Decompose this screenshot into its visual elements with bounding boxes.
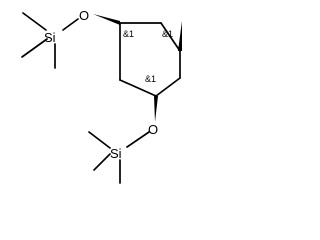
wedge-bond-c5-o — [154, 96, 158, 122]
bond-si-methyl-1 — [22, 12, 47, 31]
bond-si-methyl-2 — [21, 38, 48, 58]
silicon-label-bottom: Si — [110, 146, 122, 161]
structure-svg: O Si O Si &1 &1 &1 — [21, 8, 182, 184]
stereo-label-c5: &1 — [145, 74, 156, 84]
ring-bond-c5-c6 — [119, 79, 157, 97]
bond-o-si-top — [62, 18, 79, 31]
stereo-label-c3: &1 — [162, 29, 173, 39]
bond-si-methyl-4 — [88, 131, 111, 149]
oxygen-label-top: O — [79, 8, 89, 23]
oxygen-label-bottom: O — [148, 122, 158, 137]
wedge-bond-c3-methyl — [178, 21, 182, 51]
ring-bond-c2-c3 — [160, 22, 181, 52]
bond-o-si-bottom — [126, 131, 150, 148]
chemical-structure: O Si O Si &1 &1 &1 — [21, 8, 182, 184]
ring-bond-c4-c5 — [155, 77, 181, 97]
silicon-label-top: Si — [44, 30, 56, 45]
wedge-bond-c1-o — [93, 14, 120, 25]
stereo-label-c1: &1 — [123, 29, 134, 39]
bond-si-methyl-5 — [93, 153, 111, 171]
